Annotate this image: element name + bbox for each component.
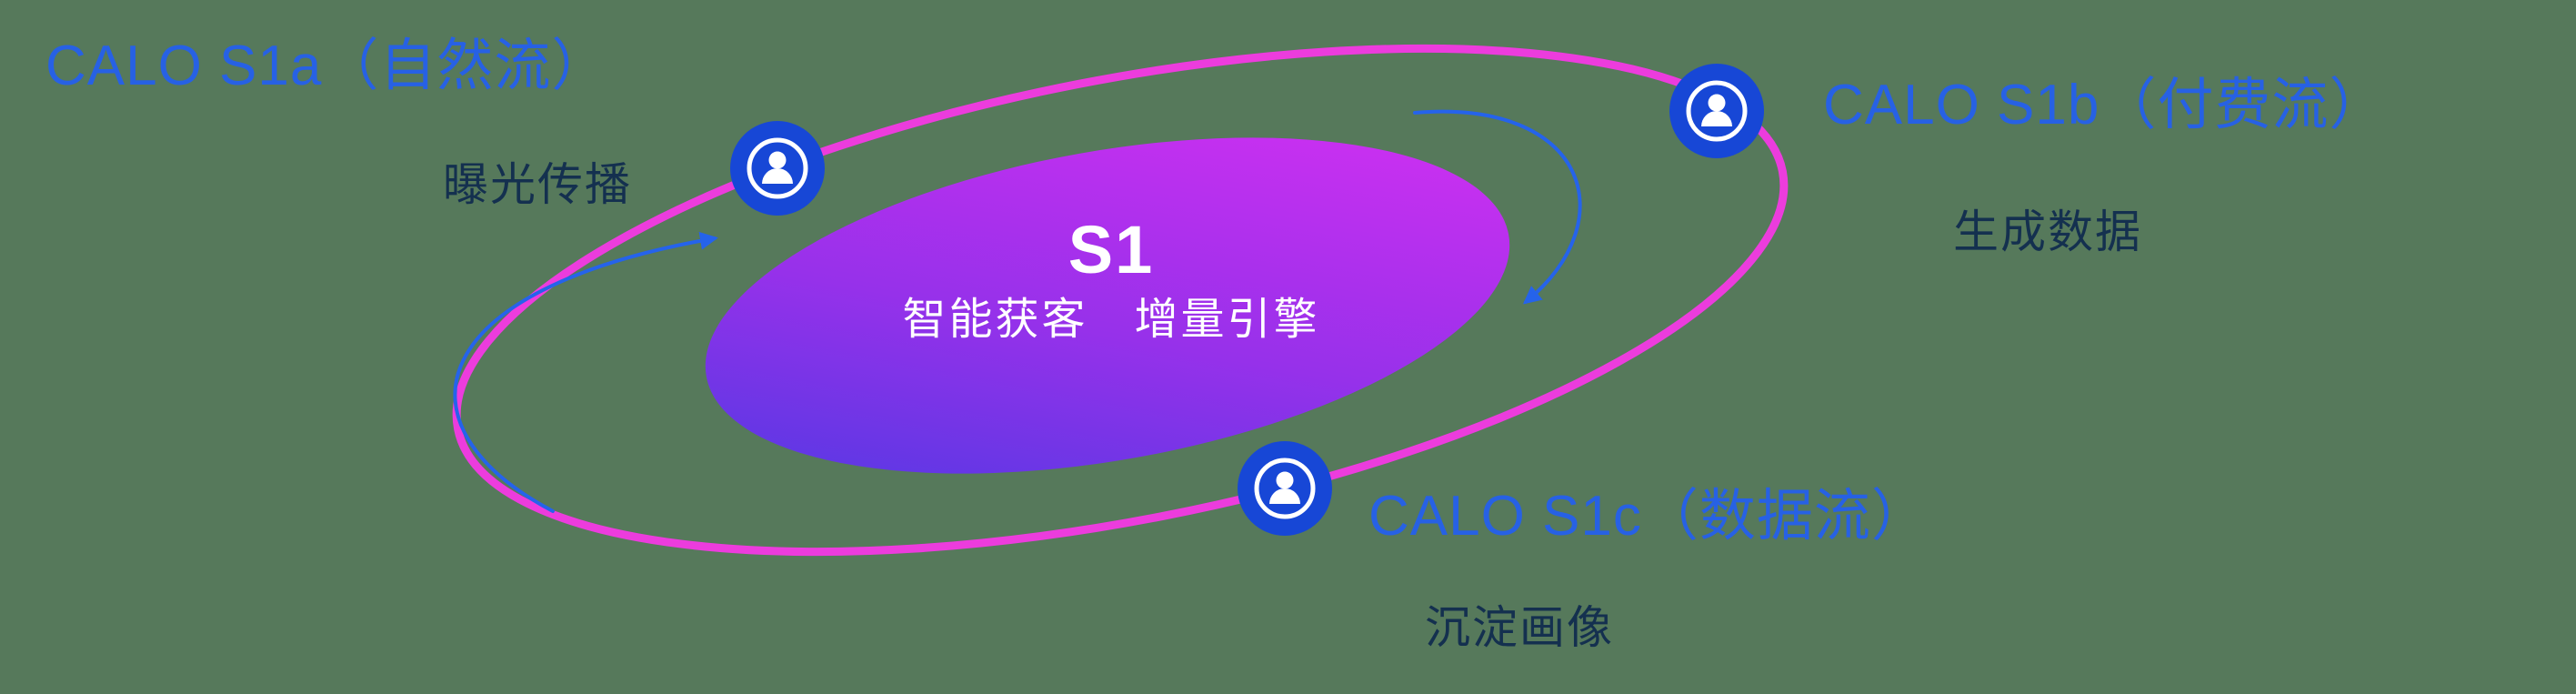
core-ellipse [705, 137, 1510, 474]
core-subtitle: 智能获客 增量引擎 [902, 296, 1320, 344]
node-sublabel-calo-s1b: 生成数据 [1953, 206, 2142, 257]
core-title: S1 [1067, 212, 1155, 287]
user-circle-icon-s1c [1238, 441, 1332, 536]
node-label-calo-s1a: CALO S1a（自然流） [45, 35, 609, 97]
node-label-calo-s1c: CALO S1c（数据流） [1368, 485, 1929, 548]
flow-arrow-left [453, 231, 718, 513]
node-sublabel-calo-s1c: 沉淀画像 [1425, 602, 1614, 653]
user-circle-icon-s1a [730, 121, 825, 216]
node-label-calo-s1b: CALO S1b（付费流） [1823, 74, 2387, 136]
orbit-ellipse [452, 44, 1789, 557]
flow-arrow-right [1413, 109, 1582, 305]
node-sublabel-calo-s1a: 曝光传播 [443, 159, 632, 210]
core-text-block: S1 智能获客 增量引擎 [902, 216, 1319, 342]
user-circle-icon-s1b [1669, 64, 1764, 158]
